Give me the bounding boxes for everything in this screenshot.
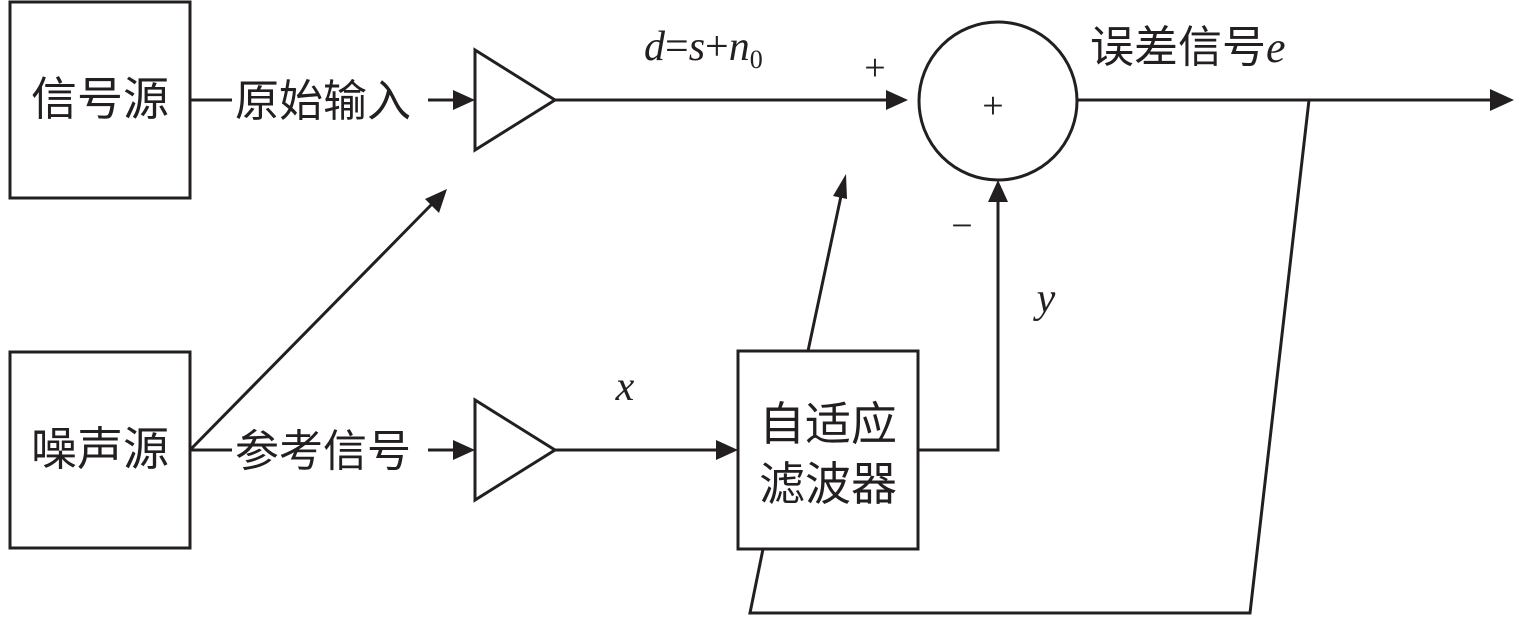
x-label: x (615, 364, 635, 410)
adaptation-arrowhead (833, 174, 847, 199)
filter-output-line (918, 200, 1000, 452)
reference-amplifier (473, 397, 558, 503)
y-label: y (1033, 276, 1056, 322)
primary-input-arrowhead (453, 90, 475, 110)
primary-equation: d=s+n0 (644, 24, 763, 74)
adaptive-filter-label-line2: 滤波器 (759, 457, 897, 511)
primary-amplifier (473, 47, 558, 153)
reference-signal-arrowhead (453, 440, 475, 460)
summer-minus-arrowhead (988, 180, 1008, 202)
adaptation-arrow-line (806, 195, 843, 352)
noise-source-box (8, 350, 192, 550)
error-feedback-line (748, 99, 1311, 615)
adaptive-filter-label-line1: 自适应 (759, 397, 897, 451)
noise-leak-arrowhead (425, 189, 447, 213)
noise-leak-line (188, 202, 434, 452)
signal-source-box (8, 0, 192, 200)
summer-plus-input-sign: + (864, 47, 885, 89)
summer-minus-input-sign: − (951, 205, 972, 247)
error-output-arrowhead (1490, 89, 1514, 111)
noise-source-label: 噪声源 (31, 422, 169, 476)
filter-input-arrowhead (716, 440, 738, 460)
error-signal-label: 误差信号e (1090, 22, 1286, 73)
reference-signal-label: 参考信号 (235, 426, 411, 477)
primary-input-label: 原始输入 (235, 76, 411, 127)
summer-center-sign: + (982, 85, 1003, 127)
signal-source-label: 信号源 (31, 72, 169, 126)
adaptive-filter-box (736, 349, 920, 551)
summer-plus-arrowhead (886, 90, 908, 110)
